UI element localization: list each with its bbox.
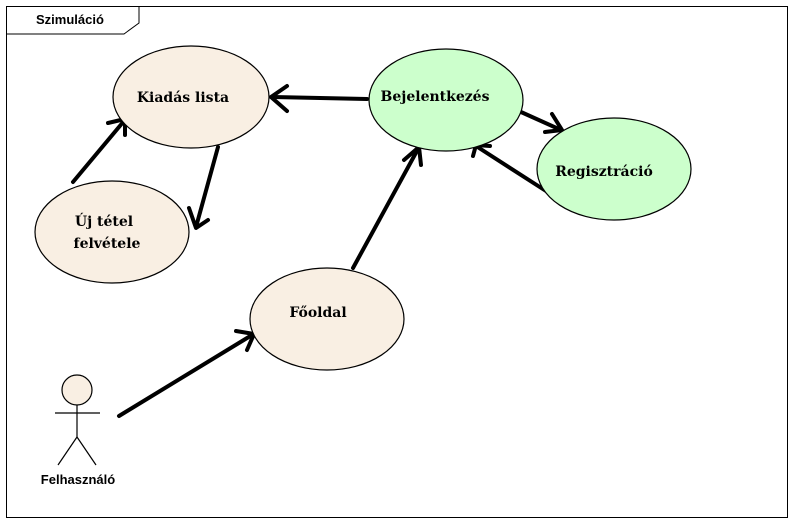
frame-border xyxy=(6,6,788,518)
arrowhead-kiadas xyxy=(269,84,289,113)
node-kiadas-lista-label: Kiadás lista xyxy=(137,90,229,106)
actor-head xyxy=(61,374,93,406)
node-uj-tetel-shape xyxy=(34,180,190,284)
edge-ujtetel-kiadas xyxy=(71,119,126,184)
node-bejelentkezes[interactable]: Bejelentkezés xyxy=(368,48,524,152)
node-uj-tetel-label-line1: Új tétel xyxy=(75,212,133,230)
node-regisztracio-shape xyxy=(536,117,692,221)
edge-bejelentkezes-kiadas xyxy=(271,95,369,101)
node-uj-tetel-label-line2: felvétele xyxy=(74,236,141,252)
node-regisztracio-label: Regisztráció xyxy=(555,164,653,180)
edge-kiadas-ujtetel xyxy=(194,145,220,229)
node-kiadas-lista[interactable]: Kiadás lista xyxy=(112,45,270,149)
node-fooldal-shape xyxy=(249,267,405,371)
frame-title-tab xyxy=(6,6,140,35)
edge-fooldal-bejelentkezes xyxy=(351,147,420,270)
arrowhead-regisztracio xyxy=(543,112,564,134)
node-bejelentkezes-label: Bejelentkezés xyxy=(381,89,490,105)
arrowhead-ujtetel xyxy=(187,206,210,230)
node-kiadas-lista-shape xyxy=(112,45,270,149)
frame-title: Szimuláció xyxy=(36,12,104,27)
node-fooldal-label: Főoldal xyxy=(289,305,346,321)
actor-user[interactable] xyxy=(55,374,100,466)
node-regisztracio[interactable]: Regisztráció xyxy=(536,117,692,221)
edge-actor-fooldal xyxy=(117,333,254,418)
node-fooldal[interactable]: Főoldal xyxy=(249,267,405,371)
edge-regisztracio-bejelentkezes xyxy=(474,144,548,193)
actor-right-leg xyxy=(76,436,97,466)
actor-label: Felhasználó xyxy=(41,472,115,487)
node-uj-tetel[interactable]: Új tétel felvétele xyxy=(34,180,190,284)
node-bejelentkezes-shape xyxy=(368,48,524,152)
actor-left-leg xyxy=(57,436,78,466)
edge-bejelentkezes-regisztracio xyxy=(519,110,563,132)
